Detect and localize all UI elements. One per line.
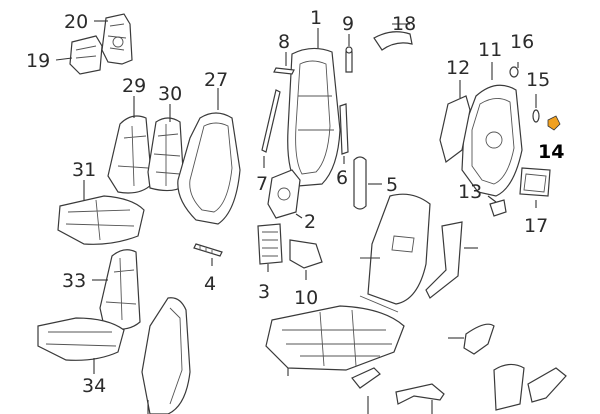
callout-9: 9	[342, 13, 354, 35]
callout-29: 33	[62, 270, 86, 292]
callout-15: 15	[526, 69, 550, 91]
callout-13: 13	[458, 181, 482, 203]
part-27-seat-cushion-cover	[57, 195, 145, 245]
callout-10: 10	[294, 287, 318, 309]
callout-24: 27	[204, 69, 228, 91]
part-16-ring	[509, 66, 519, 78]
callout-2: 2	[304, 211, 316, 233]
part-lower-trim	[351, 367, 445, 405]
part-9-pin	[345, 46, 353, 73]
part-32-side-panel	[425, 221, 463, 299]
callout-6: 6	[336, 167, 348, 189]
part-2-motor	[267, 169, 301, 219]
part-3-heater-mat	[257, 223, 283, 265]
callout-7: 7	[256, 173, 268, 195]
part-1-backrest-frame	[287, 47, 341, 187]
part-6-strip	[339, 103, 349, 155]
callout-26: 30	[158, 83, 182, 105]
part-14-clip-highlight	[547, 115, 561, 131]
part-5-trim-strip	[353, 156, 367, 210]
part-11-backrest-rear-shell	[461, 84, 523, 197]
callout-5: 5	[386, 174, 398, 196]
callout-18: 18	[392, 13, 416, 35]
callout-12: 12	[446, 57, 470, 79]
part-18-headrest-guide	[373, 31, 413, 51]
callout-30: 34	[82, 375, 106, 397]
callout-25: 29	[122, 75, 146, 97]
callout-17: 17	[524, 215, 548, 237]
lead-2	[295, 213, 303, 219]
part-29-backrest-pad	[99, 249, 141, 330]
callout-27: 31	[72, 159, 96, 181]
part-31-cover-trim	[463, 323, 495, 355]
part-7-lever-rod	[261, 89, 281, 153]
part-12-side-cover	[439, 95, 471, 164]
part-8-clip	[273, 67, 295, 75]
part-30-seat-cushion-pad	[37, 317, 125, 361]
part-20-headrest-rear	[101, 13, 133, 65]
part-15-pin	[532, 109, 540, 123]
part-4-spring	[193, 243, 223, 257]
callout-14: 14	[538, 141, 564, 163]
part-10-bracket	[289, 239, 323, 269]
callout-1: 1	[310, 7, 322, 29]
callout-4: 4	[204, 273, 216, 295]
part-lower-right-covers	[493, 363, 567, 411]
part-33-backrest-panel	[367, 193, 431, 305]
callout-11: 11	[478, 39, 502, 61]
callout-19: 19	[26, 50, 50, 72]
part-34-seat-pan	[265, 295, 405, 371]
lead-19	[55, 57, 73, 61]
callout-16: 16	[510, 31, 534, 53]
callout-3: 3	[258, 281, 270, 303]
callout-8: 8	[278, 31, 290, 53]
lead-13	[487, 195, 497, 203]
part-24-backrest-shell	[177, 112, 241, 225]
part-25-backrest-cover	[107, 115, 153, 194]
part-13-bracket	[489, 199, 507, 217]
part-17-pad	[519, 167, 551, 197]
part-backrest-shell-lower	[141, 297, 191, 414]
callout-20: 20	[64, 11, 88, 33]
part-19-headrest-front	[69, 35, 103, 75]
